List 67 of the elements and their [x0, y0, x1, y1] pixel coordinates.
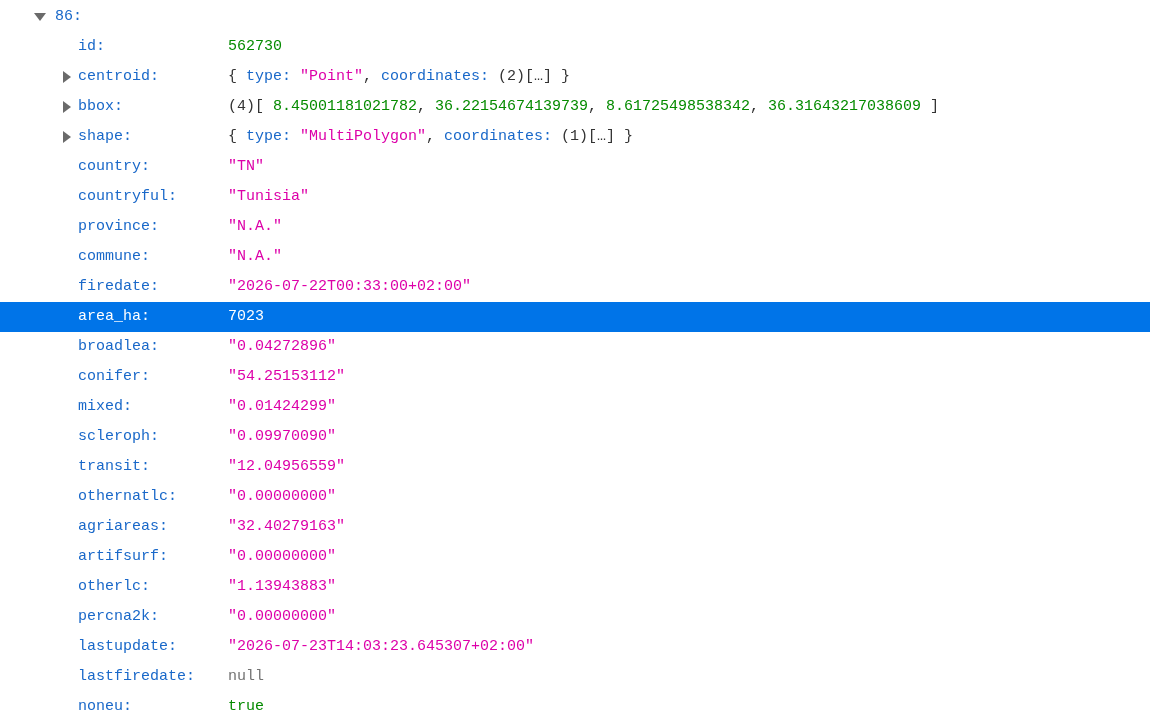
punctuation: ] [930, 97, 939, 117]
property-value: true [228, 697, 264, 717]
property-value: "0.00000000" [228, 607, 337, 627]
property-key: lastfiredate: [78, 662, 196, 692]
property-key: shape: [78, 122, 132, 152]
property-value: 8.45001181021782 [273, 97, 418, 117]
property-value: 562730 [228, 37, 282, 57]
property-key: transit: [78, 452, 150, 482]
property-key: mixed: [78, 392, 132, 422]
property-key: artifsurf: [78, 542, 168, 572]
property-key: noneu: [78, 692, 132, 722]
property-key: bbox: [78, 92, 123, 122]
property-value: 8.61725498538342 [606, 97, 751, 117]
property-key: coordinates: [444, 122, 553, 152]
property-key: agriareas: [78, 512, 168, 542]
punctuation: (1)[…] [561, 127, 615, 147]
property-value: "0.00000000" [228, 487, 337, 507]
property-key: lastupdate: [78, 632, 178, 662]
punctuation: (2)[…] [498, 67, 552, 87]
property-key: firedate: [78, 272, 159, 302]
property-key: countryful: [78, 182, 178, 212]
property-key: centroid: [78, 62, 159, 92]
punctuation: { [228, 67, 237, 87]
property-key: type: [246, 62, 291, 92]
punctuation: , [588, 97, 597, 117]
property-value: "N.A." [228, 247, 282, 267]
property-value: "TN" [228, 157, 264, 177]
property-value: "N.A." [228, 217, 282, 237]
property-key: percna2k: [78, 602, 159, 632]
property-value: "0.01424299" [228, 397, 337, 417]
property-value: "2026-07-23T14:03:23.645307+02:00" [228, 637, 535, 657]
property-key: 86: [55, 2, 82, 32]
property-key: commune: [78, 242, 150, 272]
property-key: othernatlc: [78, 482, 178, 512]
property-value: "2026-07-22T00:33:00+02:00" [228, 277, 472, 297]
punctuation: (4)[ [228, 97, 264, 117]
property-value: "Tunisia" [228, 187, 309, 207]
property-value: "0.00000000" [228, 547, 337, 567]
property-value: null [228, 667, 264, 687]
property-key: otherlc: [78, 572, 150, 602]
property-key: id: [78, 32, 105, 62]
property-value: "54.25153112" [228, 367, 346, 387]
property-value: 36.22154674139739 [435, 97, 589, 117]
property-key: conifer: [78, 362, 150, 392]
property-value: "0.09970090" [228, 427, 337, 447]
property-value: "12.04956559" [228, 457, 346, 477]
property-value: 7023 [228, 307, 264, 327]
punctuation: , [750, 97, 759, 117]
property-value: "1.13943883" [228, 577, 337, 597]
punctuation: , [363, 67, 372, 87]
property-key: province: [78, 212, 159, 242]
punctuation: { [228, 127, 237, 147]
property-key: type: [246, 122, 291, 152]
property-value: "32.40279163" [228, 517, 346, 537]
property-key: scleroph: [78, 422, 159, 452]
property-value: "Point" [300, 67, 363, 87]
property-value: "0.04272896" [228, 337, 337, 357]
property-key: country: [78, 152, 150, 182]
punctuation: } [624, 127, 633, 147]
property-key: coordinates: [381, 62, 490, 92]
property-value: 36.31643217038609 [768, 97, 922, 117]
punctuation: , [417, 97, 426, 117]
punctuation: , [426, 127, 435, 147]
punctuation: } [561, 67, 570, 87]
property-key: area_ha: [78, 302, 150, 332]
property-value: "MultiPolygon" [300, 127, 427, 147]
property-key: broadlea: [78, 332, 159, 362]
